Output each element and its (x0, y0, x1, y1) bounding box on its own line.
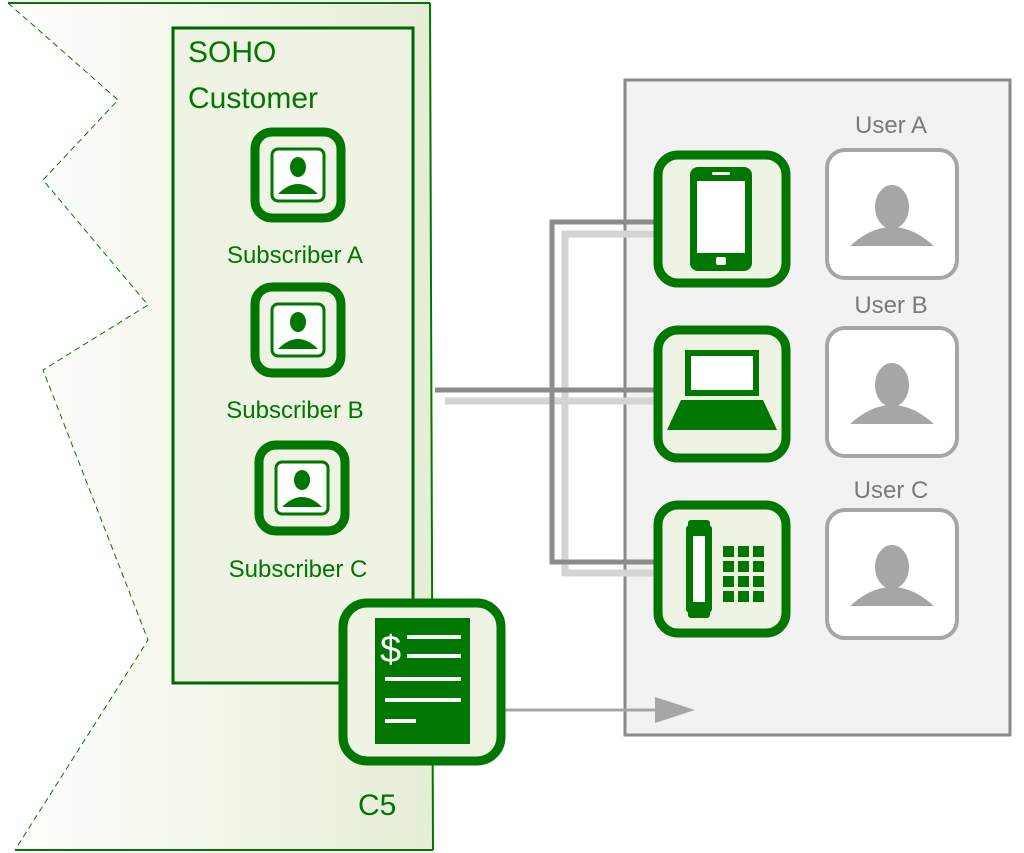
person-icon (850, 545, 934, 606)
connector-lines-dark (435, 219, 655, 565)
subscriber-b-label: Subscriber B (226, 397, 363, 424)
person-icon (270, 147, 326, 203)
desk-phone-icon (686, 520, 764, 618)
invoice-icon: $ (375, 618, 470, 744)
user-a-label: User A (855, 112, 927, 139)
subscriber-c-label: Subscriber C (229, 556, 368, 583)
bill-node: $ (338, 598, 506, 766)
subscriber-b: Subscriber B (226, 282, 364, 424)
region-c5-label: C5 (358, 789, 396, 822)
person-icon (274, 460, 330, 516)
customer-label-line-2: Customer (188, 82, 318, 115)
user-c-label: User C (854, 477, 929, 504)
user-a: User A (825, 112, 959, 280)
person-icon (850, 185, 934, 246)
device-laptop (653, 325, 791, 463)
device-desk-phone (653, 500, 791, 638)
user-b-label: User B (854, 292, 927, 319)
mobile-phone-icon (690, 167, 752, 271)
person-icon (270, 302, 326, 358)
subscriber-a-label: Subscriber A (227, 242, 363, 269)
laptop-icon (667, 350, 777, 430)
customer-label-line-1: SOHO (188, 36, 276, 69)
invoice-dollar-glyph: $ (380, 629, 401, 671)
bill-arrow (505, 697, 695, 723)
subscriber-a: Subscriber A (227, 127, 363, 269)
person-icon (850, 363, 934, 424)
user-c: User C (825, 477, 959, 640)
user-b: User B (825, 292, 959, 458)
keypad (723, 546, 764, 602)
subscriber-c: Subscriber C (229, 440, 368, 583)
device-mobile-phone (653, 150, 791, 288)
